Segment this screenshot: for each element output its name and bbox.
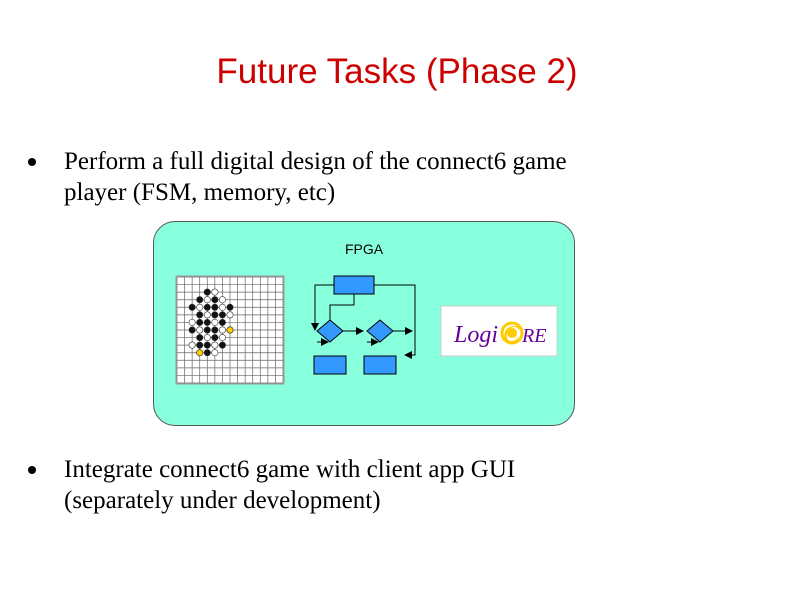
bullet-line: (separately under development) bbox=[64, 487, 381, 514]
svg-text:RE: RE bbox=[521, 325, 546, 347]
bottom-left-block bbox=[313, 355, 347, 375]
board-stone bbox=[226, 326, 234, 334]
board-stone bbox=[218, 326, 226, 334]
board-stone bbox=[203, 288, 211, 296]
board-stone bbox=[218, 296, 226, 304]
decision-diamond bbox=[316, 319, 344, 343]
slide-title: Future Tasks (Phase 2) bbox=[216, 52, 578, 91]
board-stone bbox=[226, 311, 234, 319]
game-board-image bbox=[175, 275, 285, 385]
bullet-line: player (FSM, memory, etc) bbox=[64, 179, 336, 206]
board-stone bbox=[196, 334, 204, 342]
board-stone bbox=[196, 318, 204, 326]
board-stone bbox=[211, 349, 219, 357]
bullet-text: Integrate connect6 game with client app … bbox=[64, 454, 515, 516]
board-stone bbox=[218, 318, 226, 326]
board-stone bbox=[203, 326, 211, 334]
board-stone bbox=[196, 341, 204, 349]
bottom-right-block bbox=[363, 355, 397, 375]
board-stone bbox=[211, 288, 219, 296]
board-stone bbox=[188, 318, 196, 326]
connector bbox=[329, 294, 355, 320]
board-stone bbox=[196, 303, 204, 311]
fpga-label: FPGA bbox=[344, 241, 384, 257]
board-stone bbox=[196, 311, 204, 319]
board-stone bbox=[203, 341, 211, 349]
board-stone bbox=[188, 341, 196, 349]
board-stone bbox=[218, 334, 226, 342]
connector bbox=[374, 284, 416, 359]
board-stone bbox=[203, 349, 211, 357]
svg-text:C: C bbox=[503, 322, 520, 348]
logic-block-diagram bbox=[311, 275, 416, 375]
board-stone bbox=[211, 318, 219, 326]
board-stone bbox=[211, 296, 219, 304]
board-stone bbox=[226, 303, 234, 311]
board-stone bbox=[211, 303, 219, 311]
board-stone bbox=[203, 334, 211, 342]
top-block bbox=[333, 275, 375, 295]
bullet-dot bbox=[28, 466, 36, 474]
board-stone bbox=[218, 311, 226, 319]
decision-diamond bbox=[366, 319, 394, 343]
board-stone bbox=[196, 349, 204, 357]
board-stone bbox=[211, 326, 219, 334]
board-stone bbox=[211, 341, 219, 349]
bullet-line: Perform a full digital design of the con… bbox=[64, 148, 567, 175]
bullet-dot bbox=[28, 158, 36, 166]
board-stone bbox=[196, 326, 204, 334]
board-stone bbox=[211, 311, 219, 319]
board-stone bbox=[203, 318, 211, 326]
bullet-line: Integrate connect6 game with client app … bbox=[64, 456, 516, 483]
board-stone bbox=[218, 303, 226, 311]
board-stone bbox=[203, 296, 211, 304]
board-stone bbox=[211, 334, 219, 342]
board-stone bbox=[203, 311, 211, 319]
board-stone bbox=[188, 326, 196, 334]
board-stone bbox=[196, 296, 204, 304]
connector bbox=[311, 284, 334, 331]
board-stone bbox=[218, 341, 226, 349]
board-stone bbox=[203, 303, 211, 311]
board-stone bbox=[188, 303, 196, 311]
svg-text:Logi: Logi bbox=[453, 322, 498, 348]
logicore-logo: Logi C RE bbox=[440, 305, 558, 357]
bullet-text: Perform a full digital design of the con… bbox=[64, 146, 567, 208]
